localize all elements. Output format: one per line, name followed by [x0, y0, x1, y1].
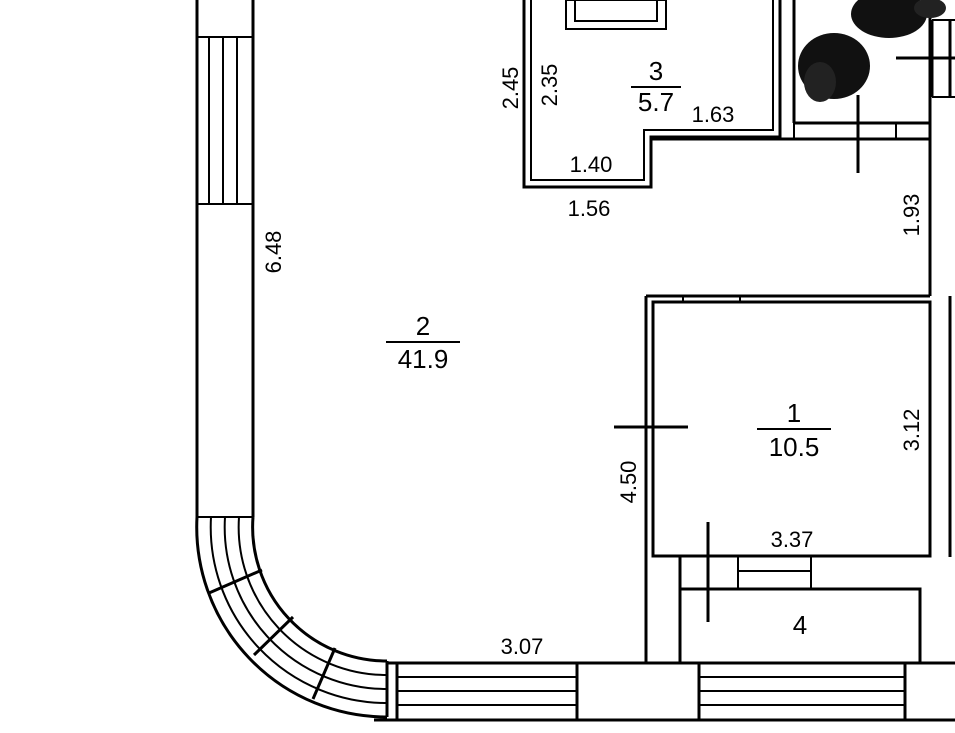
top-right-block [651, 0, 955, 173]
dim-room3-inner-height: 2.35 [537, 64, 562, 107]
dim-room2-left-height: 6.48 [261, 231, 286, 274]
room-4-walls [678, 522, 922, 665]
dim-room1-bottom-width: 3.37 [771, 527, 814, 552]
room-2-number: 2 [416, 311, 430, 341]
dim-room1-left-height: 4.50 [616, 461, 641, 504]
room-1-walls [614, 294, 932, 663]
room-1-number: 1 [787, 398, 801, 428]
bottom-wall [374, 661, 955, 722]
left-wall [195, 0, 255, 518]
stain-mark [851, 0, 927, 38]
dim-room3-outer-width: 1.56 [568, 196, 611, 221]
room-2-area: 41.9 [398, 344, 449, 374]
dim-room3-inner-width: 1.40 [570, 152, 613, 177]
room-4-number: 4 [793, 610, 807, 640]
room-3-area: 5.7 [638, 87, 674, 117]
right-wall [928, 139, 952, 557]
room-1-area: 10.5 [769, 432, 820, 462]
dim-room2-bottom-width: 3.07 [501, 634, 544, 659]
room-1-label: 1 10.5 [757, 398, 831, 462]
dim-corridor-right-height: 1.93 [899, 194, 924, 237]
curved-corner-wall [195, 516, 389, 719]
room-2-label: 2 41.9 [386, 311, 460, 374]
room-3-number: 3 [649, 56, 663, 86]
dim-room3-outer-height: 2.45 [498, 67, 523, 110]
room-3-label: 3 5.7 [631, 56, 681, 117]
dim-room3-right-width: 1.63 [692, 102, 735, 127]
room-3-walls [522, 0, 782, 189]
dim-room1-right-height: 3.12 [899, 409, 924, 452]
